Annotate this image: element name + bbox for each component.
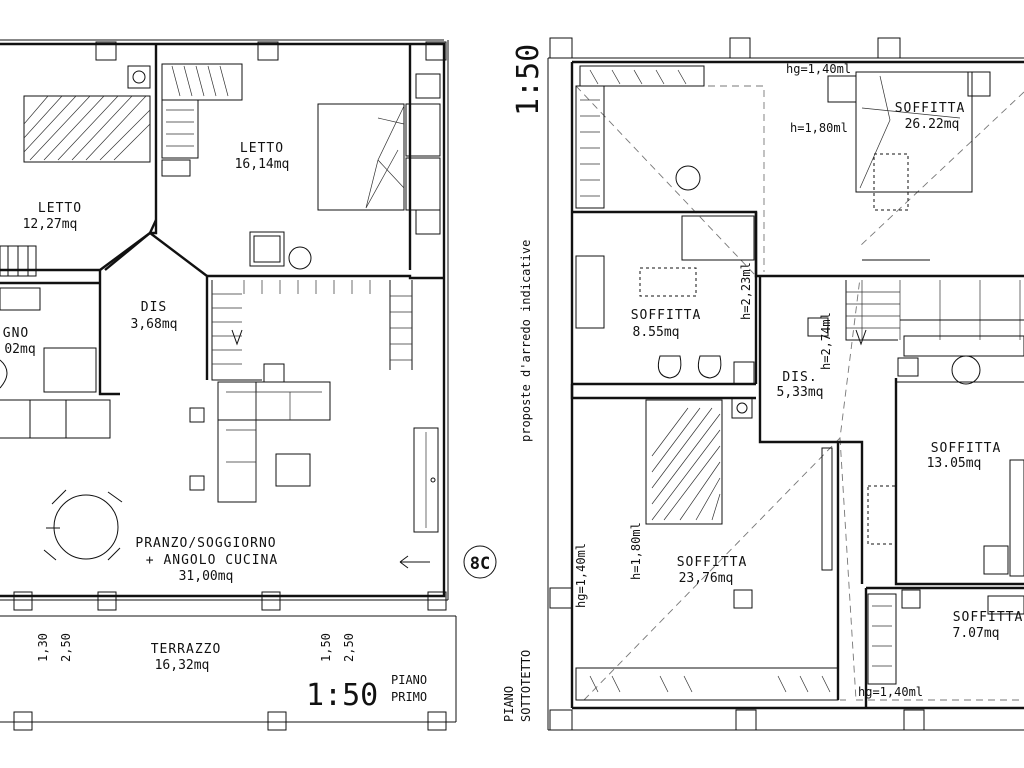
- furniture-note: proposte d'arredo indicative: [519, 240, 533, 442]
- double-bed: [317, 103, 405, 211]
- bed: [23, 95, 151, 163]
- height-label: h=1,80ml: [629, 522, 643, 580]
- room-name: GNO: [3, 326, 29, 341]
- floor-label: PIANO: [391, 673, 427, 687]
- height-label: 1,50: [319, 633, 333, 662]
- room-area: 13.05mq: [927, 456, 982, 471]
- room-area: 7.07mq: [953, 626, 1000, 641]
- scale-label: 1:50: [306, 678, 378, 713]
- interior-wall: [570, 384, 756, 400]
- height-label: hg=1,40ml: [786, 62, 851, 76]
- interior-wall: [894, 378, 1024, 586]
- first-floor-outer-wall: [0, 42, 446, 598]
- height-label: h=2,74ml: [819, 312, 833, 370]
- room-name: DIS.: [782, 370, 817, 385]
- room-area: 31,00mq: [179, 569, 234, 584]
- room-area: 23,76mq: [679, 571, 734, 586]
- height-label: hg=1,40ml: [858, 685, 923, 699]
- double-bed: [855, 71, 973, 193]
- shower: [43, 347, 97, 393]
- sink: [0, 287, 41, 311]
- interior-wall: [207, 274, 444, 280]
- room-name: SOFFITTA: [677, 555, 748, 570]
- room-name-line2: + ANGOLO CUCINA: [146, 553, 278, 568]
- staircase: [845, 280, 1024, 346]
- room-name: SOFFITTA: [895, 101, 966, 116]
- unit-marker: 8C: [470, 554, 490, 574]
- interior-wall: [758, 276, 864, 584]
- height-label: hg=1,40ml: [574, 543, 588, 608]
- room-name: SOFFITTA: [953, 610, 1024, 625]
- pillar: [257, 41, 279, 61]
- dining-table: [43, 489, 123, 561]
- chair: [675, 165, 701, 191]
- coffee-table: [275, 453, 311, 487]
- room-name: DIS: [141, 300, 167, 315]
- wardrobe: [161, 63, 243, 101]
- height-label: h=1,80ml: [790, 121, 848, 135]
- floor-label: PIANO: [502, 686, 516, 722]
- bed-hatch: [24, 96, 150, 161]
- room-area: 3,68mq: [131, 317, 178, 332]
- floor-label: PRIMO: [391, 690, 427, 704]
- room-name: SOFFITTA: [631, 308, 702, 323]
- pillar: [425, 41, 447, 61]
- unit-marker-circle: [463, 545, 497, 579]
- room-name: LETTO: [38, 201, 82, 216]
- bathtub: [681, 215, 755, 261]
- attic-plan: 1:50 proposte d'arredo indicative PIANO …: [502, 37, 1024, 731]
- room-area: 02mq: [4, 342, 35, 357]
- room-name: LETTO: [240, 141, 284, 156]
- room-name: TERRAZZO: [151, 642, 222, 657]
- height-label: 1,30: [36, 633, 50, 662]
- wardrobe: [579, 65, 705, 87]
- interior-wall: [148, 219, 209, 380]
- height-label: 2,50: [342, 633, 356, 662]
- floor-label: SOTTOTETTO: [519, 650, 533, 722]
- room-area: 12,27mq: [23, 217, 78, 232]
- height-label: h=2,23ml: [739, 262, 753, 320]
- room-name: SOFFITTA: [931, 441, 1002, 456]
- staircase: [211, 280, 413, 381]
- tv-unit: [413, 427, 439, 533]
- room-area: 16,14mq: [235, 157, 290, 172]
- room-area: 5,33mq: [777, 385, 824, 400]
- armchair: [249, 231, 285, 267]
- room-area: 16,32mq: [155, 658, 210, 673]
- entrance-arrow: [399, 555, 430, 569]
- bed: [645, 399, 723, 525]
- scale-label: 1:50: [511, 44, 546, 116]
- interior-wall: [104, 232, 151, 271]
- room-name: PRANZO/SOGGIORNO: [135, 536, 276, 551]
- height-label: 2,50: [59, 633, 73, 662]
- first-floor-plan: 8C LETTO 12,27mq LETTO 16,14mq DIS 3,68m…: [0, 39, 497, 731]
- room-area: 26.22mq: [905, 117, 960, 132]
- interior-wall: [98, 270, 120, 396]
- pillar: [95, 41, 117, 61]
- sofa: [217, 381, 331, 503]
- side-table: [288, 246, 312, 270]
- room-area: 8.55mq: [633, 325, 680, 340]
